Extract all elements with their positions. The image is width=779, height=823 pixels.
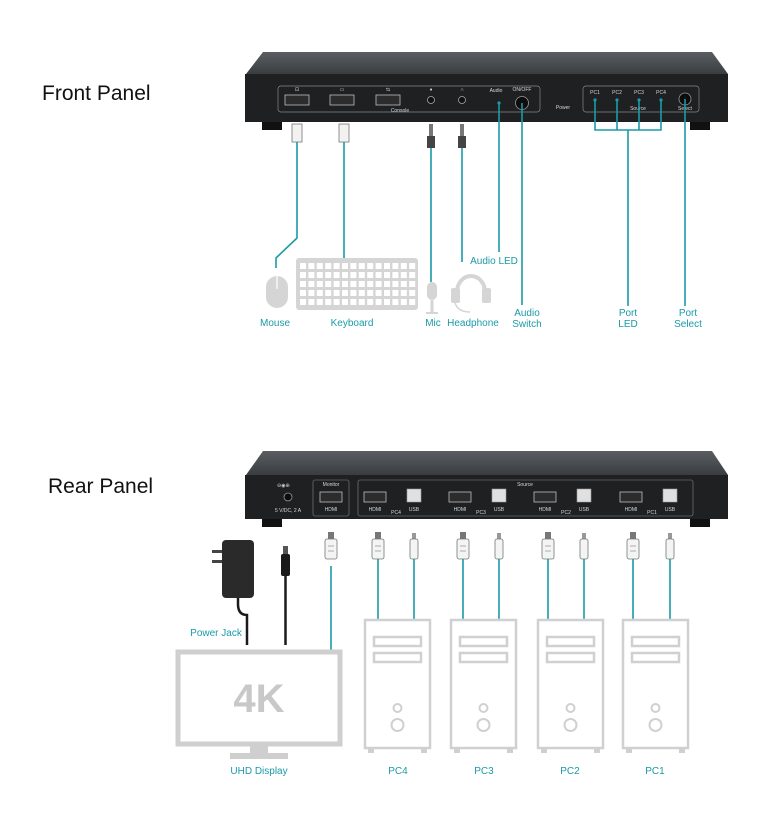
pc2-rear-text: PC2 [561,510,571,516]
keyboard-port-icon: ▭ [340,87,345,93]
pc2-label: PC2 [560,766,580,777]
pc4-usb-connector [409,533,419,560]
dc-power-jack [283,492,293,502]
headphone-icon [451,274,491,313]
power-text: Power [556,105,571,111]
headphone-label: Headphone [447,318,499,329]
pc3-hdmi-port [448,491,472,503]
monitor-hdmi-text: HDMI [325,507,338,513]
pc3-text: PC3 [634,90,644,96]
pc4-usb-text: USB [409,507,420,513]
pc4-tower-icon [363,618,432,753]
dc-rating-text: 5 V/DC, 2 A [275,508,302,514]
pc2-hdmi-port [533,491,557,503]
uhd-display-icon [175,649,343,759]
pc3-label: PC3 [474,766,494,777]
keyboard-icon [296,258,418,310]
pc1-tower-icon [621,618,690,753]
keyboard-label: Keyboard [331,318,374,329]
monitor-text: Monitor [323,482,340,488]
pc4-label: PC4 [388,766,408,777]
power-adapter-icon [212,540,290,645]
pc2-tower-icon [536,618,605,753]
pc1-hdmi-text: HDMI [625,507,638,513]
power-jack-label: Power Jack [190,628,243,639]
headphone-jack-icon: ∩ [460,87,464,93]
mic-jack [427,96,435,104]
headphone-jack [458,96,466,104]
pc2-text: PC2 [612,90,622,96]
pc1-label: PC1 [645,766,665,777]
monitor-hdmi-connector [324,532,338,560]
mouse-label: Mouse [260,318,290,329]
pc2-hdmi-text: HDMI [539,507,552,513]
audio-led-label: Audio LED [470,256,518,267]
pc-towers [363,618,690,753]
pc1-hdmi-connector [626,532,640,560]
front-kvm-switch: ⊡ ▭ ⇆ Console ♦ ∩ Audio ON/OFF Power PC1… [245,52,728,130]
port-led-label-line1: Port [619,308,638,319]
pc4-hdmi-port [363,491,387,503]
console-text: Console [391,108,410,114]
source-text: Source [630,106,646,112]
pc2-usb-connector [579,533,589,560]
pc3-usb-connector [494,533,504,560]
dc-polarity-icon: ⊖◉⊕ [277,483,290,489]
pc1-usb-port [662,488,678,503]
microphone-icon [426,282,438,314]
monitor-hdmi-port [319,491,343,503]
audio-switch-label-line2: Switch [512,319,541,330]
front-panel-heading: Front Panel [42,82,151,105]
usb-port-icon: ⇆ [386,87,390,93]
rear-panel-heading: Rear Panel [48,475,153,498]
front-usb-port-keyboard [329,94,355,106]
rear-source-text: Source [517,482,533,488]
pc3-tower-icon [449,618,518,753]
pc3-hdmi-text: HDMI [454,507,467,513]
on-off-text: ON/OFF [513,87,532,93]
pc3-usb-text: USB [494,507,505,513]
front-cables [275,99,686,306]
mouse-icon [266,276,288,308]
rear-kvm-switch: ⊖◉⊕ 5 V/DC, 2 A Monitor HDMI Source HDMI… [245,451,728,527]
port-select-label-line2: Select [674,319,702,330]
pc1-usb-connector [665,533,675,560]
uhd-display-label: UHD Display [230,766,287,777]
pc4-hdmi-connector [371,532,385,560]
pc4-hdmi-text: HDMI [369,507,382,513]
port-led-label-line2: LED [618,319,637,330]
pc1-text: PC1 [590,90,600,96]
pc2-hdmi-connector [541,532,555,560]
front-usb-port-console [375,94,401,106]
audio-text: Audio [490,88,503,94]
mouse-port-icon: ⊡ [295,87,299,93]
mic-jack-icon: ♦ [430,87,433,93]
pc3-usb-port [491,488,507,503]
rear-cables [324,532,675,650]
port-select-label-line1: Port [679,308,698,319]
pc4-text: PC4 [656,90,666,96]
pc3-rear-text: PC3 [476,510,486,516]
pc4-usb-port [406,488,422,503]
pc2-usb-port [576,488,592,503]
audio-switch-label-line1: Audio [514,308,540,319]
pc1-usb-text: USB [665,507,676,513]
pc3-hdmi-connector [456,532,470,560]
pc4-rear-text: PC4 [391,510,401,516]
pc1-hdmi-port [619,491,643,503]
mic-label: Mic [425,318,441,329]
display-4k-badge: 4K [233,677,284,721]
pc2-usb-text: USB [579,507,590,513]
pc1-rear-text: PC1 [647,510,657,516]
front-usb-port-mouse [284,94,310,106]
